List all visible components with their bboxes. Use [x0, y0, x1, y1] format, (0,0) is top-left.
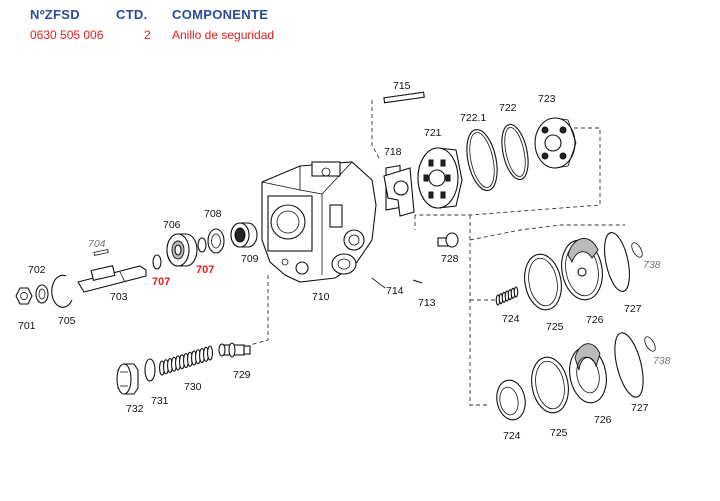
- part-715-pin: [383, 91, 425, 104]
- assembly-line-729: [249, 275, 269, 346]
- part-722-ring-inner: [504, 127, 526, 177]
- callout-721: 721: [424, 127, 442, 139]
- part-705-circlip: [51, 274, 73, 308]
- part-724-cup-lower: [496, 379, 526, 421]
- callout-713: 713: [418, 297, 436, 309]
- part-727-ring-upper: [604, 232, 630, 292]
- callout-701: 701: [18, 320, 36, 332]
- callout-732: 732: [126, 403, 144, 415]
- part-707-snap-ring-right: [197, 237, 207, 253]
- callout-725-upper: 725: [546, 321, 564, 333]
- assembly-line-right: [469, 215, 490, 406]
- header-part-number: NºZFSD: [30, 7, 80, 22]
- part-732-plug: [116, 363, 139, 395]
- callout-731: 731: [151, 395, 169, 407]
- part-710-pump-housing: [261, 161, 377, 283]
- callout-709: 709: [241, 253, 259, 265]
- part-709-seal: [230, 222, 258, 248]
- component-value: Anillo de seguridad: [172, 28, 275, 42]
- callout-707-right: 707: [196, 264, 214, 276]
- part-718-plate: [383, 167, 415, 217]
- header-component: COMPONENTE: [172, 7, 269, 22]
- part-726-piston-upper: [561, 237, 603, 301]
- callout-715: 715: [393, 80, 411, 92]
- callout-714: 714: [386, 285, 404, 297]
- part-708-ring: [207, 228, 225, 254]
- part-728-fitting: [437, 232, 459, 248]
- part-738-lower: [644, 336, 656, 352]
- callout-707-left: 707: [152, 276, 170, 288]
- callout-727-lower: 727: [631, 402, 649, 414]
- callout-730: 730: [184, 381, 202, 393]
- part-730-spring: [159, 345, 214, 376]
- header-quantity: CTD.: [116, 7, 148, 22]
- part-731-o-ring: [144, 358, 156, 382]
- callout-702: 702: [28, 264, 46, 276]
- arrow-710: [371, 277, 386, 289]
- part-724-spring-upper: [495, 286, 519, 306]
- part-707-snap-ring-left: [152, 254, 162, 270]
- part-number-value: 0630 505 006: [30, 28, 104, 42]
- callout-706: 706: [163, 219, 181, 231]
- callout-722: 722: [499, 102, 517, 114]
- part-701-nut: [15, 287, 33, 305]
- part-723-port-plate: [534, 117, 577, 169]
- callout-727-upper: 727: [624, 303, 642, 315]
- assembly-line-upper-set: [469, 224, 625, 241]
- callout-722-1: 722.1: [460, 112, 486, 124]
- callout-728: 728: [441, 253, 459, 265]
- callout-724-upper: 724: [502, 313, 520, 325]
- part-729-piston: [218, 342, 251, 358]
- part-722-1-ring-inner: [469, 132, 495, 188]
- callout-710: 710: [312, 291, 330, 303]
- part-713-screw: [412, 279, 423, 284]
- callout-703: 703: [110, 291, 128, 303]
- callout-738-upper: 738: [643, 259, 661, 271]
- spring-coil: [513, 286, 519, 298]
- callout-708: 708: [204, 208, 222, 220]
- callout-723: 723: [538, 93, 556, 105]
- part-722-ring: [501, 123, 529, 181]
- callout-718: 718: [384, 146, 402, 158]
- callout-738-lower: 738: [653, 355, 671, 367]
- part-738-upper: [631, 242, 643, 258]
- assembly-line-715: [371, 100, 381, 161]
- part-703-shaft: [77, 264, 147, 293]
- spring-coil: [207, 345, 214, 361]
- callout-724-lower: 724: [503, 430, 521, 442]
- part-702-washer: [35, 284, 49, 304]
- callout-705: 705: [58, 315, 76, 327]
- part-727-ring-lower: [614, 332, 644, 398]
- part-726-piston-lower: [569, 343, 607, 404]
- part-706-bearing: [166, 233, 198, 267]
- part-704-key: [93, 249, 109, 256]
- part-722-1-ring: [466, 128, 498, 192]
- part-725-cover-lower: [531, 356, 569, 414]
- callout-725-lower: 725: [550, 427, 568, 439]
- callout-729: 729: [233, 369, 251, 381]
- part-725-cover-upper: [524, 253, 562, 311]
- callout-726-upper: 726: [586, 314, 604, 326]
- part-721-rotor: [417, 147, 463, 209]
- quantity-value: 2: [144, 28, 151, 42]
- callout-726-lower: 726: [594, 414, 612, 426]
- callout-704: 704: [88, 238, 106, 250]
